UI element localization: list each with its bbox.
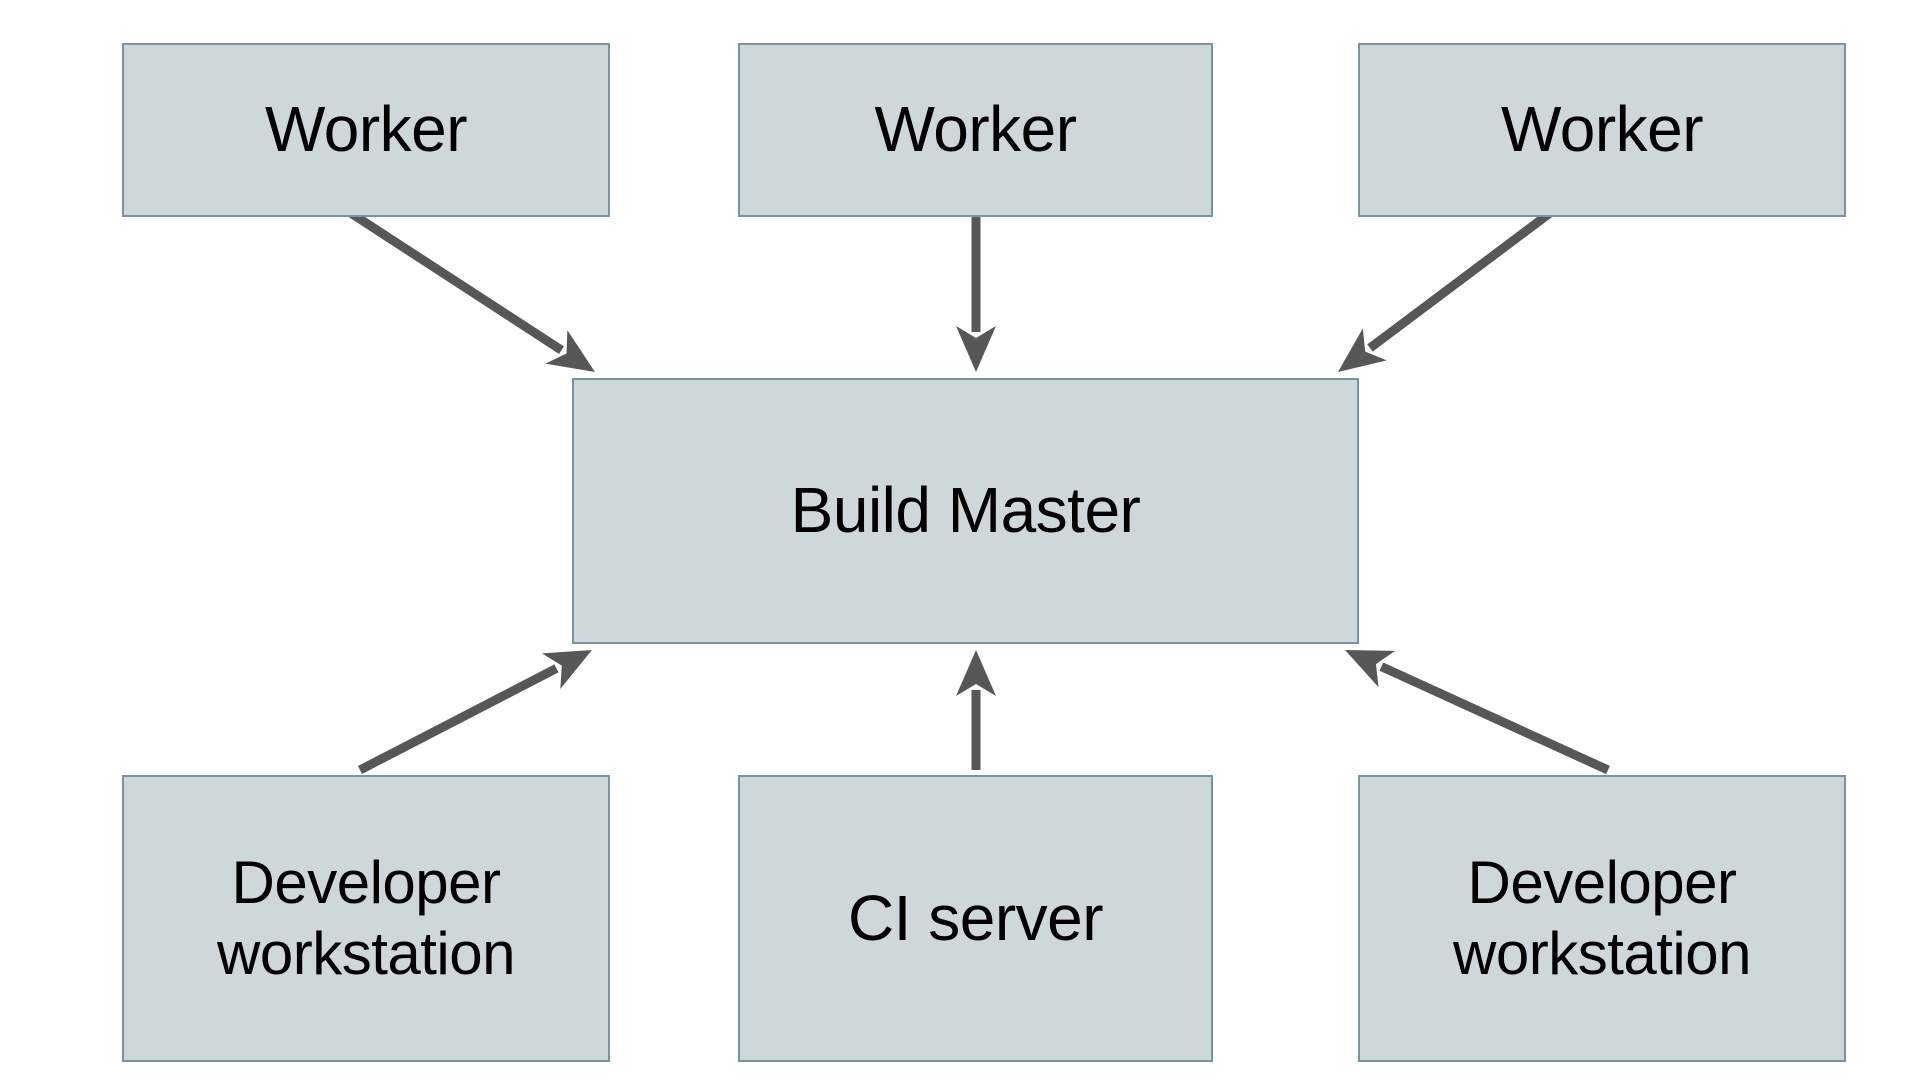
node-label-build-master: Build Master <box>790 474 1141 547</box>
node-dev-ws-right[interactable]: Developer workstation <box>1358 775 1846 1062</box>
node-dev-ws-left[interactable]: Developer workstation <box>122 775 610 1062</box>
node-label-worker-2: Worker <box>874 93 1077 166</box>
edge-worker2-to-master-arrowhead <box>956 326 996 372</box>
edge-devws-left-to-master-arrowhead <box>541 650 592 689</box>
node-label-dev-ws-right: Developer workstation <box>1453 848 1751 987</box>
node-worker-1[interactable]: Worker <box>122 43 610 217</box>
node-ci-server[interactable]: CI server <box>738 775 1213 1062</box>
node-label-worker-1: Worker <box>264 93 468 166</box>
edge-devws-left-to-master-shaft <box>357 664 559 774</box>
node-label-ci-server: CI server <box>847 881 1104 954</box>
edge-worker3-to-master-arrowhead <box>1338 328 1387 372</box>
node-label-worker-3: Worker <box>1500 93 1704 166</box>
edge-ci-to-master <box>956 650 996 770</box>
node-worker-2[interactable]: Worker <box>738 43 1213 217</box>
node-label-dev-ws-left: Developer workstation <box>217 848 515 987</box>
node-build-master[interactable]: Build Master <box>572 378 1359 644</box>
edge-devws-left-to-master <box>357 650 592 774</box>
edge-devws-right-to-master-arrowhead <box>1345 650 1396 688</box>
edge-worker1-to-master-arrowhead <box>545 330 595 372</box>
edge-devws-right-to-master <box>1345 650 1610 775</box>
edge-devws-right-to-master-shaft <box>1379 662 1610 775</box>
edge-ci-to-master-arrowhead <box>956 650 996 696</box>
node-worker-3[interactable]: Worker <box>1358 43 1846 217</box>
